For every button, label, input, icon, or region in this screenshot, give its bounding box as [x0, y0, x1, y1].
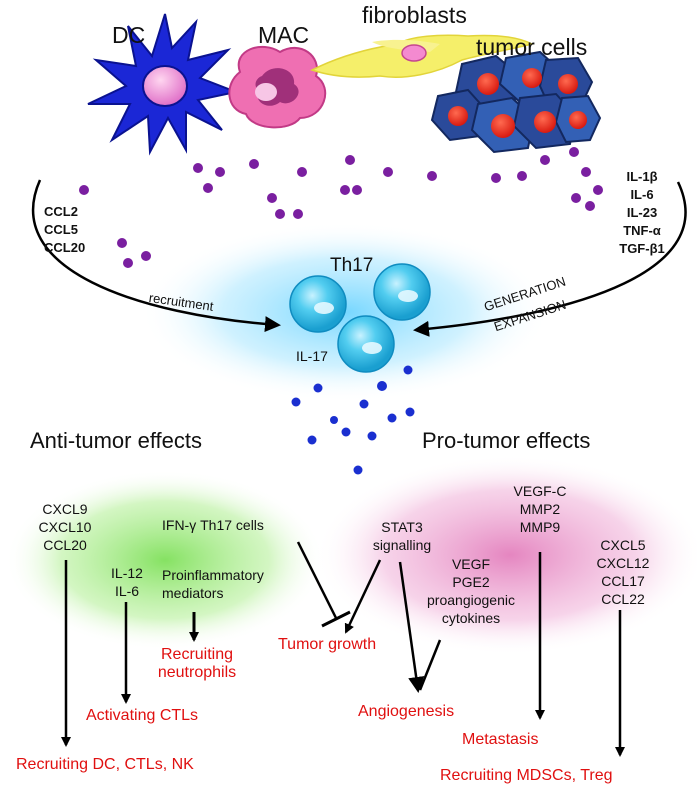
vegfc-label: MMP2: [519, 501, 561, 517]
stat3-label: STAT3: [381, 519, 423, 535]
pro-tumor-area: [315, 455, 697, 655]
il17-label: IL-17: [296, 348, 328, 364]
th17-label: Th17: [330, 255, 374, 276]
cytokine-label: IL-1β: [626, 169, 658, 184]
cxcl-label: CCL20: [43, 537, 87, 553]
ifn-inhibition-line: [296, 541, 351, 628]
ifn-th17-label: IFN-γ Th17 cells: [162, 517, 264, 533]
tumor-cells-label: tumor cells: [476, 34, 588, 60]
anti-tumor-area: [5, 470, 325, 650]
chemokine-label: CCL5: [44, 222, 78, 237]
recruiting-dc-ctls-nk: Recruiting DC, CTLs, NK: [16, 756, 194, 773]
cytokine-label: IL-6: [630, 187, 654, 202]
il-label: IL-12: [111, 565, 143, 581]
vegfc-group: VEGF-C MMP2 MMP9: [500, 482, 580, 536]
right-cytokine-list: IL-1β IL-6 IL-23 TNF-α TGF-β1: [612, 168, 672, 258]
dc-label: DC: [112, 22, 146, 48]
proinflammatory-group: Proinflammatory mediators: [162, 566, 264, 602]
fibroblast-icon: [310, 34, 535, 78]
th17-cell-icon: [289, 275, 347, 333]
cytokine-label: IL-23: [626, 205, 658, 220]
cxcl5-label: CCL22: [601, 591, 645, 607]
cytokine-label: TGF-β1: [619, 241, 665, 256]
th17-cell-icon: [337, 315, 395, 373]
dendritic-cell-icon: [87, 13, 240, 156]
mac-label: MAC: [258, 22, 310, 48]
neutrophils-line: neutrophils: [157, 664, 237, 681]
angiogenesis: Angiogenesis: [358, 703, 455, 720]
macrophage-icon: [228, 45, 327, 129]
stat3-label: signalling: [372, 537, 432, 553]
metastasis: Metastasis: [462, 731, 539, 748]
chemokine-label: CCL2: [44, 204, 78, 219]
activating-ctls: Activating CTLs: [86, 707, 199, 724]
stat3-tumor-arrow: [344, 559, 382, 634]
cxcl5-group: CXCL5 CXCL12 CCL17 CCL22: [588, 536, 658, 608]
fibroblasts-label: fibroblasts: [362, 2, 467, 28]
tumor-growth: Tumor growth: [278, 636, 377, 653]
recruitment-arrow: [31, 179, 281, 333]
cxcl5-label: CXCL12: [596, 555, 650, 571]
chemokine-label: CCL20: [44, 240, 86, 255]
generation-arrow: [413, 181, 687, 337]
vegf-group: VEGF PGE2 proangiogenic cytokines: [418, 555, 524, 627]
il-label: IL-6: [114, 583, 140, 599]
vegfc-label: MMP9: [519, 519, 561, 535]
vegf-label: VEGF: [451, 556, 491, 572]
stat3-group: STAT3 signalling: [362, 518, 442, 554]
tumor-cells-icon: [430, 50, 602, 154]
th17-cell-icon: [373, 263, 431, 321]
cxcl-label: CXCL10: [38, 519, 92, 535]
cxcl-group: CXCL9 CXCL10 CCL20: [32, 500, 98, 554]
proinflammatory-label: Proinflammatory: [162, 567, 264, 583]
vegf-label: cytokines: [441, 610, 501, 626]
cxcl-label: CXCL9: [42, 501, 88, 517]
cytokine-label: TNF-α: [623, 223, 661, 238]
pro-tumor-heading: Pro-tumor effects: [422, 428, 591, 453]
stat3-angio-arrow: [398, 561, 425, 693]
left-chemokine-list: CCL2 CCL5 CCL20: [44, 203, 85, 257]
recruiting-mdscs-treg: Recruiting MDSCs, Treg: [440, 767, 613, 784]
cytokine-dots: [79, 147, 603, 268]
il12-group: IL-12 IL-6: [104, 564, 150, 600]
cxcl5-label: CCL17: [601, 573, 645, 589]
anti-tumor-heading: Anti-tumor effects: [30, 428, 202, 453]
neutrophils-line: Recruiting: [160, 646, 234, 663]
vegf-label: PGE2: [452, 574, 490, 590]
vegfc-label: VEGF-C: [513, 483, 567, 499]
recruiting-neutrophils: Recruiting neutrophils: [142, 646, 252, 682]
proinflammatory-label: mediators: [162, 585, 224, 601]
il17-dots: [291, 365, 415, 475]
vegf-angio-arrow: [418, 639, 442, 691]
vegf-label: proangiogenic: [427, 592, 515, 608]
cxcl5-label: CXCL5: [600, 537, 646, 553]
